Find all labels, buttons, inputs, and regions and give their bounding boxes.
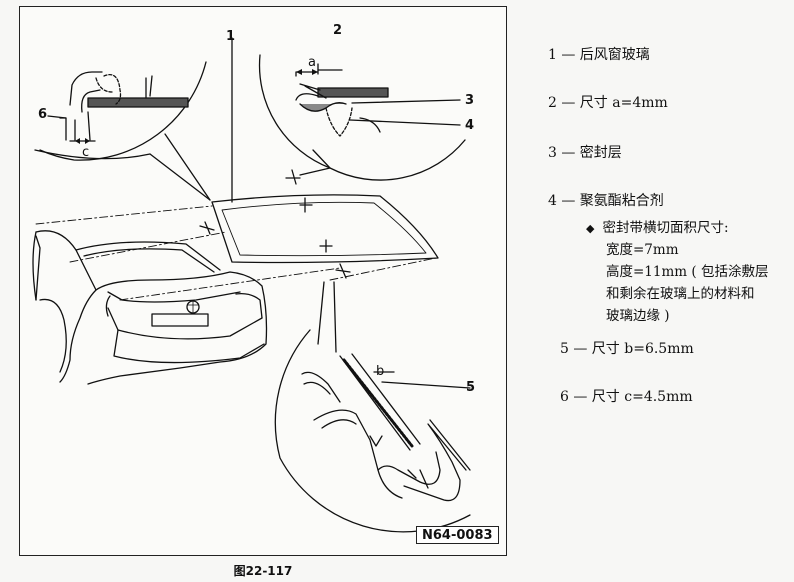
legend-sub-5: 玻璃边缘 ) (606, 308, 670, 324)
legend-sub-1: 密封带横切面积尺寸: (602, 220, 729, 236)
installation-diagram (32, 37, 471, 533)
dimension-c-label: c (82, 145, 90, 160)
detail-circle-b (274, 281, 471, 533)
legend-sub-4: 和剩余在玻璃上的材料和 (606, 286, 755, 302)
dimension-a-label: a (308, 55, 316, 70)
legend-item-6: 6 — 尺寸 c=4.5mm (560, 389, 693, 405)
figure-caption: 图22-117 (233, 564, 293, 578)
legend-item-4: 4 — 聚氨酯粘合剂 (548, 193, 664, 209)
callout-2: 2 (333, 23, 343, 38)
legend-sub-heading: ◆ 密封带横切面积尺寸: (586, 220, 729, 236)
legend-item-5: 5 — 尺寸 b=6.5mm (560, 341, 694, 357)
legend-item-3: 3 — 密封层 (548, 145, 622, 161)
dimension-b-label: b (376, 364, 385, 379)
callout-1: 1 (226, 29, 236, 44)
diamond-bullet-icon: ◆ (586, 222, 595, 235)
rear-window-outline (211, 37, 439, 264)
legend-item-1: 1 — 后风窗玻璃 (548, 47, 650, 63)
callout-4: 4 (465, 118, 475, 133)
figure-code: N64-0083 (416, 526, 499, 544)
callout-3: 3 (465, 93, 475, 108)
legend-sub-2: 宽度=7mm (606, 242, 679, 258)
detail-circle-c (34, 61, 211, 201)
callout-5: 5 (466, 380, 476, 395)
car-body (32, 230, 268, 385)
legend-item-2: 2 — 尺寸 a=4mm (548, 95, 668, 111)
legend-sub-3: 高度=11mm ( 包括涂敷层 (606, 264, 769, 280)
detail-circle-a (258, 54, 466, 181)
callout-6: 6 (38, 107, 48, 122)
